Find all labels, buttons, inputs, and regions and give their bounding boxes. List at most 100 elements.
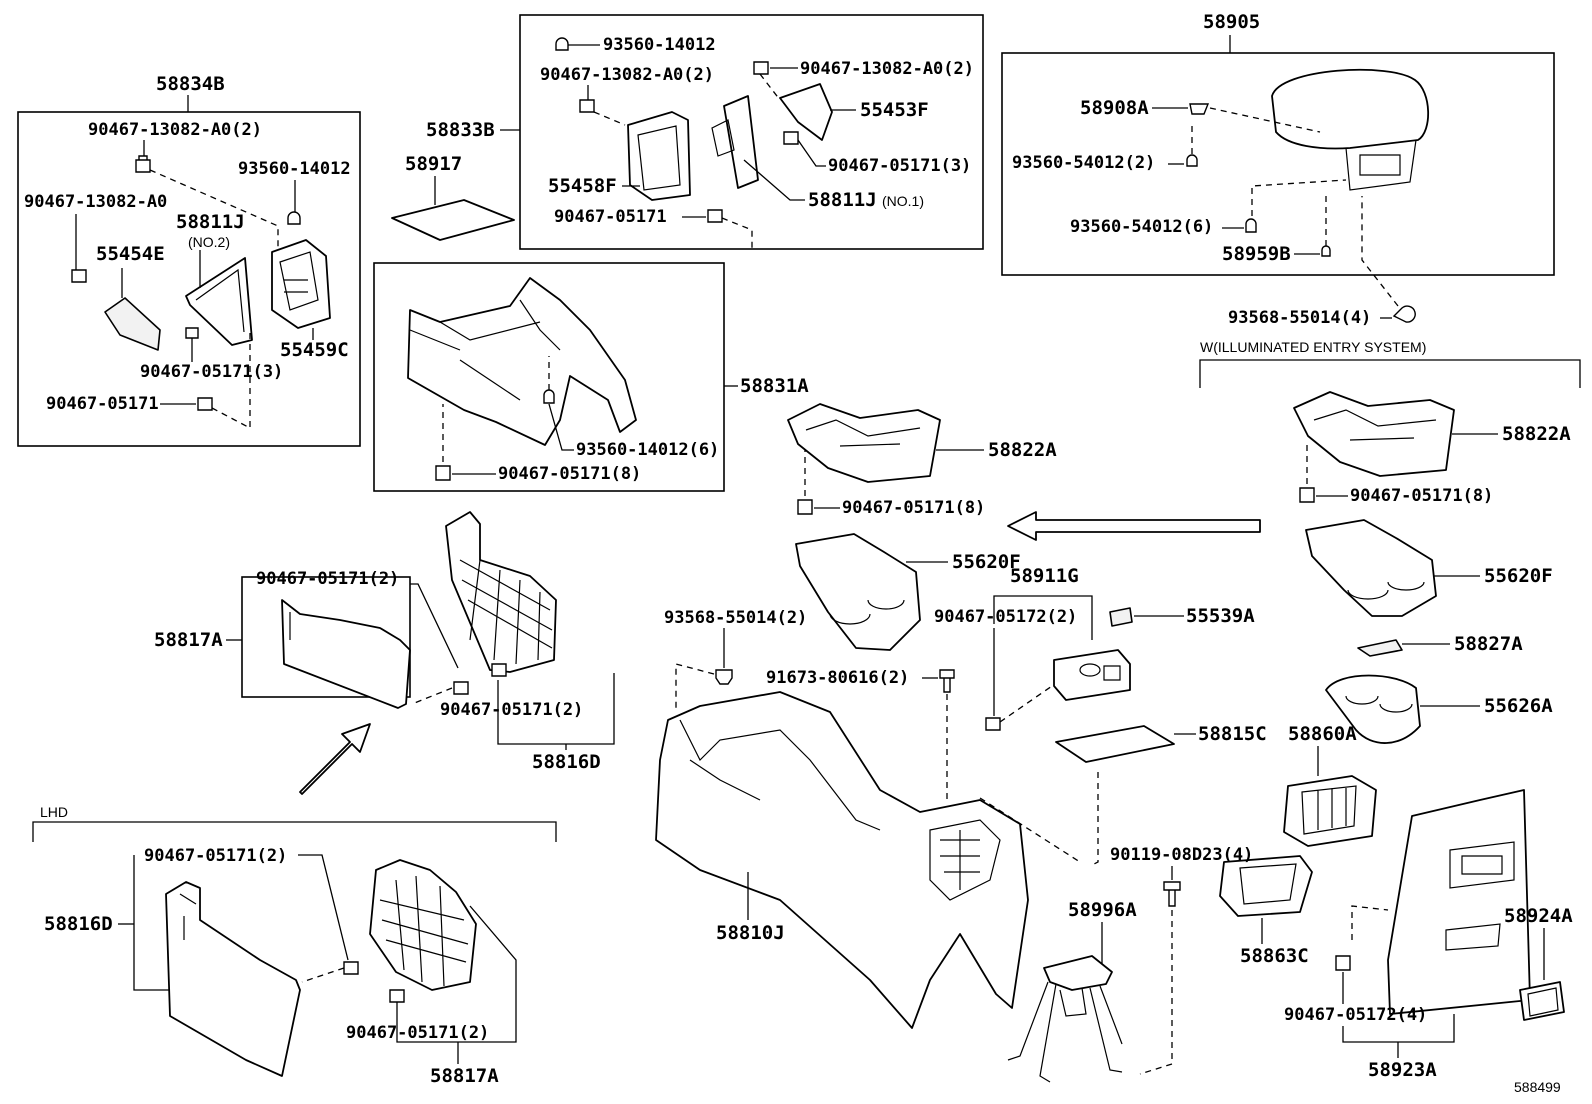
direction-arrow xyxy=(299,723,371,795)
part-label-90467-05171-8-mid: 90467-05171(8) xyxy=(498,464,641,484)
part-label-91673-80616-2: 91673-80616(2) xyxy=(766,668,909,688)
part-label-58810J: 58810J xyxy=(716,922,785,944)
armrest-lid-58905 xyxy=(1271,68,1430,150)
switch-58911G xyxy=(1053,649,1131,701)
clip-icon xyxy=(389,989,405,1003)
part-label-55626A: 55626A xyxy=(1484,695,1553,717)
part-label-58923A: 58923A xyxy=(1368,1059,1437,1081)
clip-icon xyxy=(435,465,451,481)
illuminated-label: W(ILLUMINATED ENTRY SYSTEM) xyxy=(1200,339,1426,355)
part-label-58924A: 58924A xyxy=(1504,905,1573,927)
part-label-93560-54012-2: 93560-54012(2) xyxy=(1012,153,1155,173)
dashed-guide xyxy=(1089,772,1099,867)
screw-icon xyxy=(1321,245,1331,257)
switch-detail xyxy=(1079,663,1121,681)
part-label-93560-54012-6: 93560-54012(6) xyxy=(1070,217,1213,237)
part-label-90119-08D23-4: 90119-08D23(4) xyxy=(1110,845,1253,865)
part-label-55458F: 55458F xyxy=(548,175,617,197)
trim-58822A-center xyxy=(787,403,941,483)
mat-58917 xyxy=(391,199,515,241)
bracket-detail xyxy=(279,251,319,311)
dashed-guide xyxy=(1209,107,1321,133)
part-label-58834B: 58834B xyxy=(156,73,225,95)
clip-icon xyxy=(1299,487,1315,503)
part-label-58817A-upper: 58817A xyxy=(154,629,223,651)
panel-mesh xyxy=(379,875,469,987)
part-label-58815C: 58815C xyxy=(1198,723,1267,745)
vent-detail xyxy=(1301,785,1357,835)
bolt-icon xyxy=(939,669,955,693)
part-label-90467-05171-3-left: 90467-05171(3) xyxy=(140,362,283,382)
clip-icon xyxy=(783,131,799,145)
part-label-58863C: 58863C xyxy=(1240,945,1309,967)
part-label-90467-05172-4: 90467-05172(4) xyxy=(1284,1005,1427,1025)
illuminated-bracket xyxy=(1199,359,1581,388)
dashed-guide xyxy=(149,169,279,248)
trim-detail xyxy=(1313,409,1437,441)
bracket-55459C xyxy=(271,239,331,329)
ring-detail xyxy=(1345,695,1413,713)
cover-detail xyxy=(1527,987,1559,1017)
part-label-93560-14012-top: 93560-14012 xyxy=(603,35,716,55)
part-label-55454E: 55454E xyxy=(96,243,165,265)
leader xyxy=(797,139,826,167)
part-label-93568-55014-4: 93568-55014(4) xyxy=(1228,308,1371,328)
leader xyxy=(548,403,574,451)
part-label-90467-13082-A0-2-left: 90467-13082-A0(2) xyxy=(88,120,262,140)
bracket-legs xyxy=(1007,981,1123,1083)
leader xyxy=(993,595,1093,640)
dashed-guide xyxy=(411,687,453,705)
holder-detail xyxy=(829,599,905,625)
dashed-guide xyxy=(593,111,626,126)
clip-icon xyxy=(985,717,1001,731)
part-label-58822A-center: 58822A xyxy=(988,439,1057,461)
leader xyxy=(298,854,349,961)
bracket-58996A xyxy=(1043,955,1113,991)
holder-detail xyxy=(1347,581,1425,600)
console-58810J xyxy=(655,691,1029,1029)
part-label-90467-05171-top: 90467-05171 xyxy=(554,207,667,227)
part-label-58911G: 58911G xyxy=(1010,565,1079,587)
move-arrow-left xyxy=(1007,511,1261,541)
bracket-55458F xyxy=(627,111,691,201)
bracket-detail xyxy=(637,125,681,191)
part-label-58817A-lhd: 58817A xyxy=(430,1065,499,1087)
clip-icon xyxy=(797,499,813,515)
part-label-90467-05171-8-right: 90467-05171(8) xyxy=(1350,486,1493,506)
frame-58811J-no2 xyxy=(185,257,253,346)
trim-58811J-no1 xyxy=(723,95,759,189)
dashed-guide xyxy=(211,330,251,430)
screw-icon xyxy=(287,211,301,225)
panel-58817A-lhd xyxy=(369,859,477,991)
panel-detail xyxy=(409,299,561,401)
part-label-55459C: 55459C xyxy=(280,339,349,361)
part-label-58816D-lhd: 58816D xyxy=(44,913,113,935)
holder-55620F-right xyxy=(1305,519,1437,617)
part-label-55453F: 55453F xyxy=(860,99,929,121)
group-box-58833B xyxy=(519,14,984,250)
rear-panel-58923A xyxy=(1387,789,1531,1015)
part-label-90467-05171-3-top: 90467-05171(3) xyxy=(828,156,971,176)
part-label-90467-05171-2-c: 90467-05171(2) xyxy=(144,846,287,866)
clip-icon xyxy=(707,209,723,223)
tray-detail xyxy=(1239,863,1297,905)
part-label-58811J-no1: 58811J xyxy=(808,189,877,211)
switch-55539A xyxy=(1109,607,1133,627)
clip-icon xyxy=(343,961,359,975)
armrest-detail xyxy=(1345,139,1417,191)
frame-detail xyxy=(195,268,245,333)
part-label-58833B: 58833B xyxy=(426,119,495,141)
group-bracket-58816D xyxy=(497,673,615,745)
part-label-93560-14012-left: 93560-14012 xyxy=(238,159,351,179)
part-label-90467-13082-A0-2-top-l: 90467-13082-A0(2) xyxy=(540,65,714,85)
panel-58816D-lhd xyxy=(165,881,301,1077)
part-label-90467-05171-left: 90467-05171 xyxy=(46,394,159,414)
clip-icon xyxy=(753,61,769,75)
clip-icon xyxy=(579,99,595,113)
part-label-90467-05171-2-d: 90467-05171(2) xyxy=(346,1023,489,1043)
dashed-guide xyxy=(301,967,345,983)
dashed-guide xyxy=(675,663,715,712)
part-label-90467-13082-A0-2-top-r: 90467-13082-A0(2) xyxy=(800,59,974,79)
upper-panel-58831A xyxy=(407,277,637,446)
